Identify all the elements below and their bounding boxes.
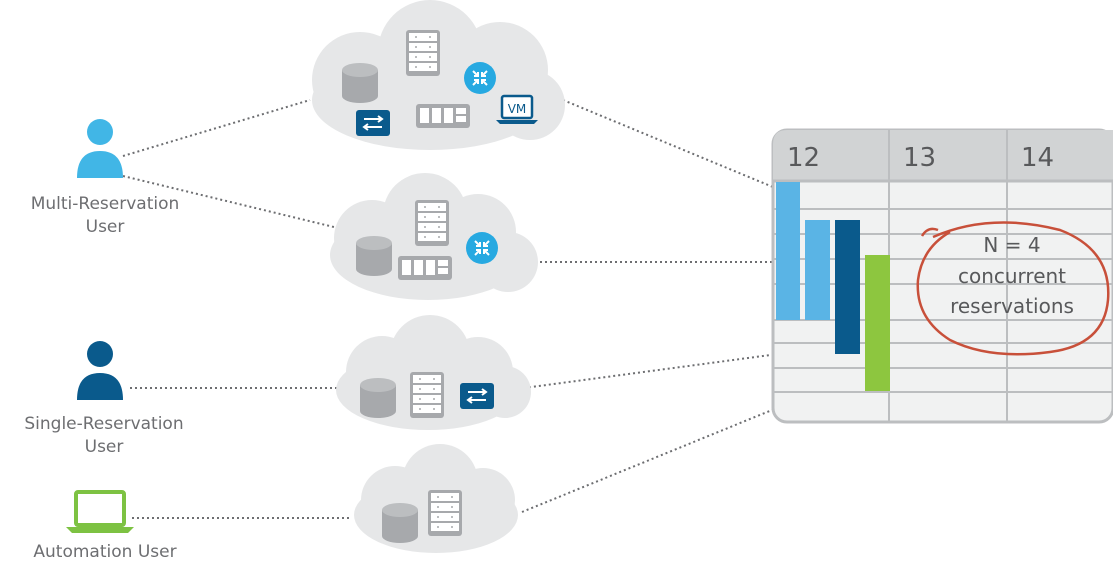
connector-multi-to-cloud1	[122, 99, 311, 157]
automation-user-label: Automation User	[33, 542, 177, 562]
reservation-bar-3	[835, 220, 860, 354]
person-icon	[77, 341, 123, 400]
storage-icon	[360, 378, 396, 418]
connector-multi-to-cloud2	[122, 175, 339, 229]
reservation-calendar: 12 13 14 N = 4 concurrent reservations	[771, 128, 1113, 424]
switch-icon	[355, 109, 391, 137]
reservation-bar-1	[776, 182, 800, 320]
annotation-line-3: reservations	[950, 294, 1074, 318]
storage-icon	[342, 63, 378, 103]
laptop-icon	[66, 490, 134, 533]
day-14-label: 14	[1021, 143, 1054, 173]
annotation-line-2: concurrent	[958, 264, 1066, 288]
storage-icon	[382, 503, 418, 543]
connector-cloud1-to-calendar	[562, 99, 786, 193]
day-12-label: 12	[787, 143, 820, 173]
cloud-2	[330, 173, 538, 300]
reservation-bar-4	[865, 255, 890, 391]
router-icon	[463, 61, 497, 95]
annotation-circle	[916, 221, 1110, 356]
storage-icon	[356, 236, 392, 276]
server-rack-icon	[406, 30, 440, 76]
single-reservation-user-label: Single-Reservation User	[24, 414, 184, 457]
cloud-3	[336, 315, 531, 430]
vm-laptop-icon: VM	[496, 94, 538, 124]
vm-label: VM	[508, 102, 527, 116]
server-rack-icon	[428, 490, 462, 536]
annotation-line-1: N = 4	[983, 233, 1040, 257]
connectors	[122, 99, 876, 519]
power-strip-icon	[398, 256, 452, 280]
connector-cloud4-to-calendar	[521, 367, 876, 513]
server-rack-icon	[410, 372, 444, 418]
power-strip-icon	[416, 104, 470, 128]
multi-reservation-user-label: Multi-Reservation User	[30, 194, 180, 237]
person-icon	[77, 119, 123, 178]
annotation-tick	[920, 227, 939, 237]
connector-cloud3-to-calendar	[523, 344, 846, 389]
reservation-bar-2	[805, 220, 830, 320]
router-icon	[465, 231, 499, 265]
switch-icon	[459, 382, 495, 410]
server-rack-icon	[415, 200, 449, 246]
day-13-label: 13	[903, 143, 936, 173]
